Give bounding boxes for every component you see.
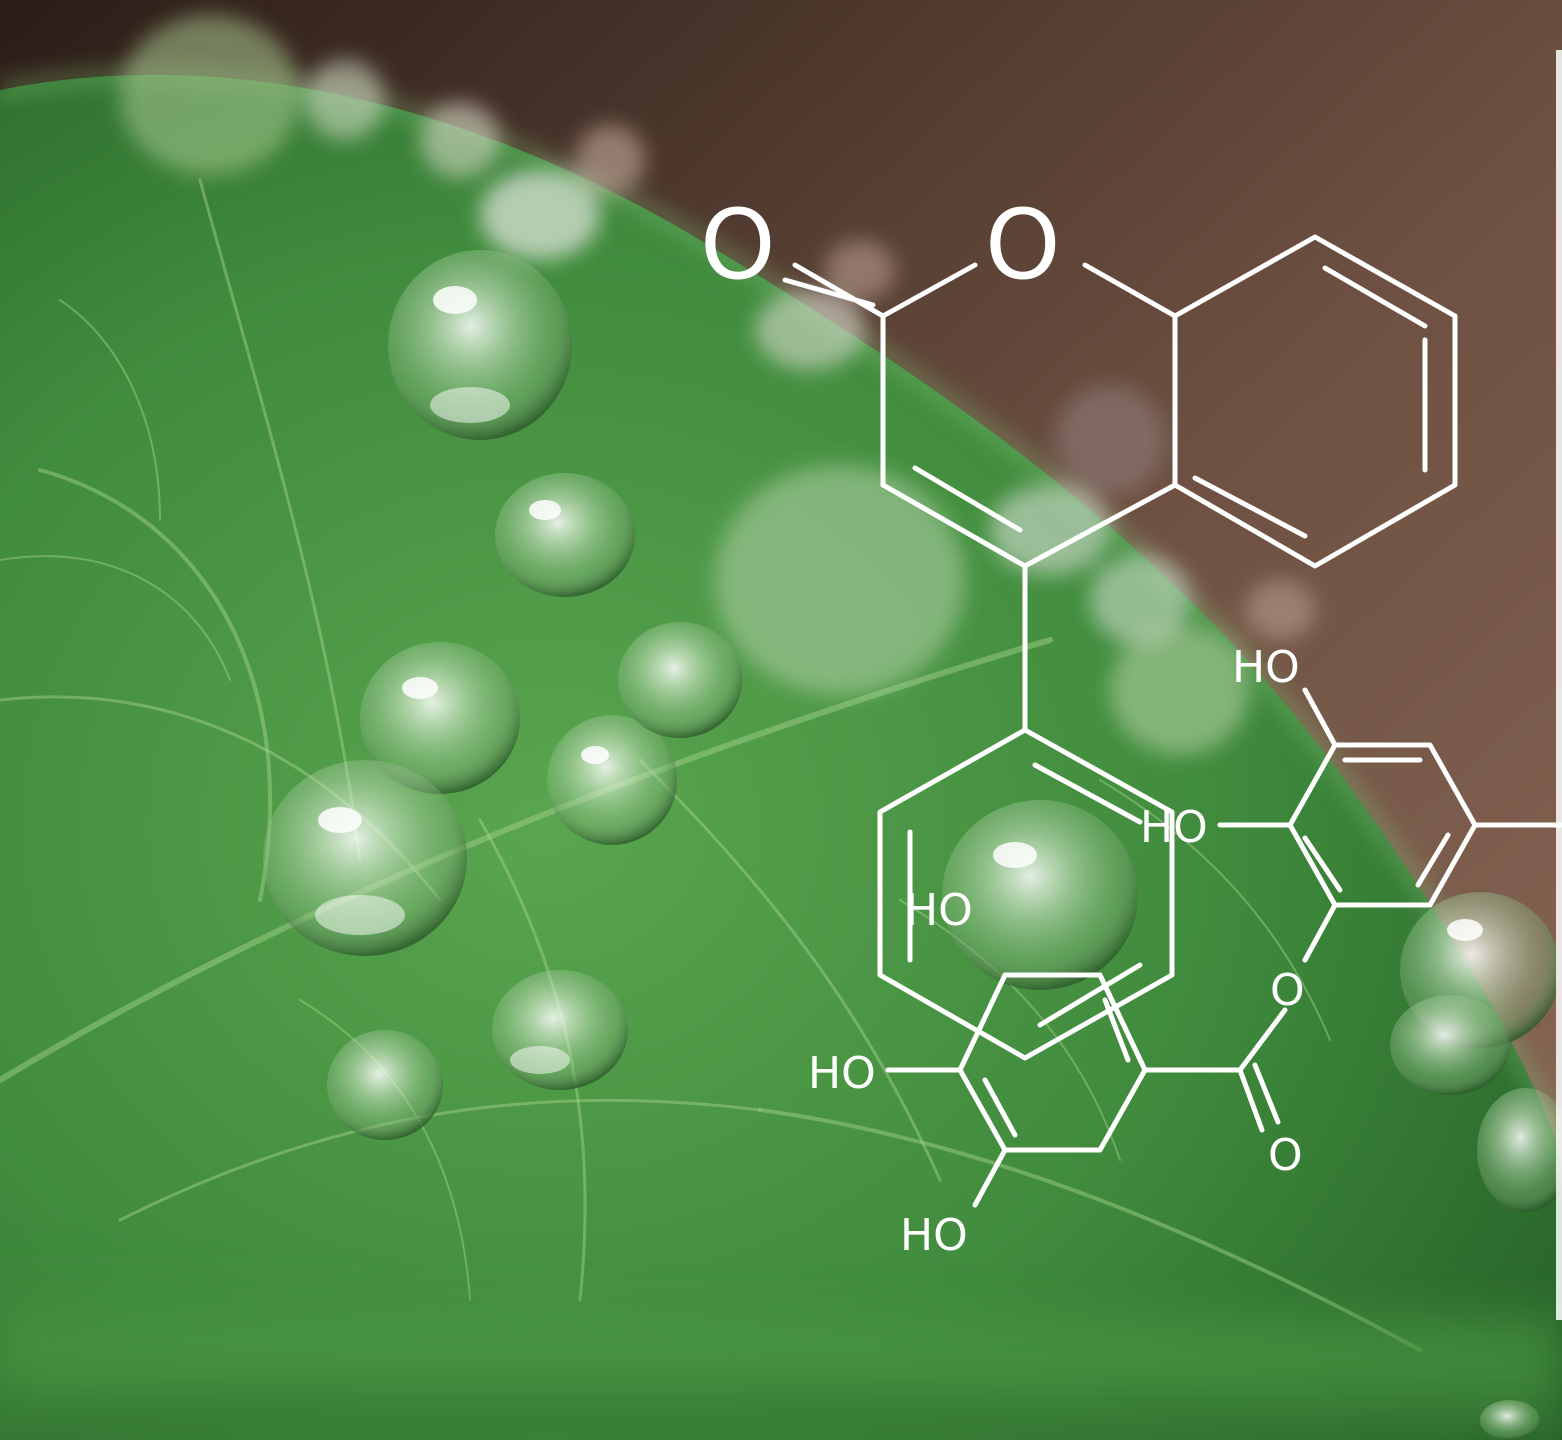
droplet-highlights — [315, 286, 1483, 1074]
atom-ring-oxygen: O — [985, 189, 1061, 301]
atom-ester-oxygen: O — [1270, 965, 1305, 1016]
atom-hydroxyl-bottom: HO — [900, 1210, 968, 1261]
molecule-structure — [782, 234, 1562, 1208]
leaf-veins — [0, 178, 1422, 1352]
water-droplets — [263, 250, 1562, 1440]
atom-carbonyl-oxygen: O — [700, 189, 776, 301]
molecule-labels: O O HO HO HO HO HO O O — [700, 189, 1305, 1261]
atom-hydroxyl-middle: HO — [1140, 802, 1208, 853]
atom-ester-carbonyl-oxygen: O — [1268, 1130, 1303, 1181]
right-edge-border — [1556, 50, 1562, 1320]
blurred-droplets — [120, 15, 1315, 755]
atom-hydroxyl-top: HO — [1232, 642, 1300, 693]
foreground-blur — [0, 1260, 1562, 1440]
atom-hydroxyl-left: HO — [808, 1048, 876, 1099]
atom-hydroxyl-inner: HO — [905, 885, 973, 936]
